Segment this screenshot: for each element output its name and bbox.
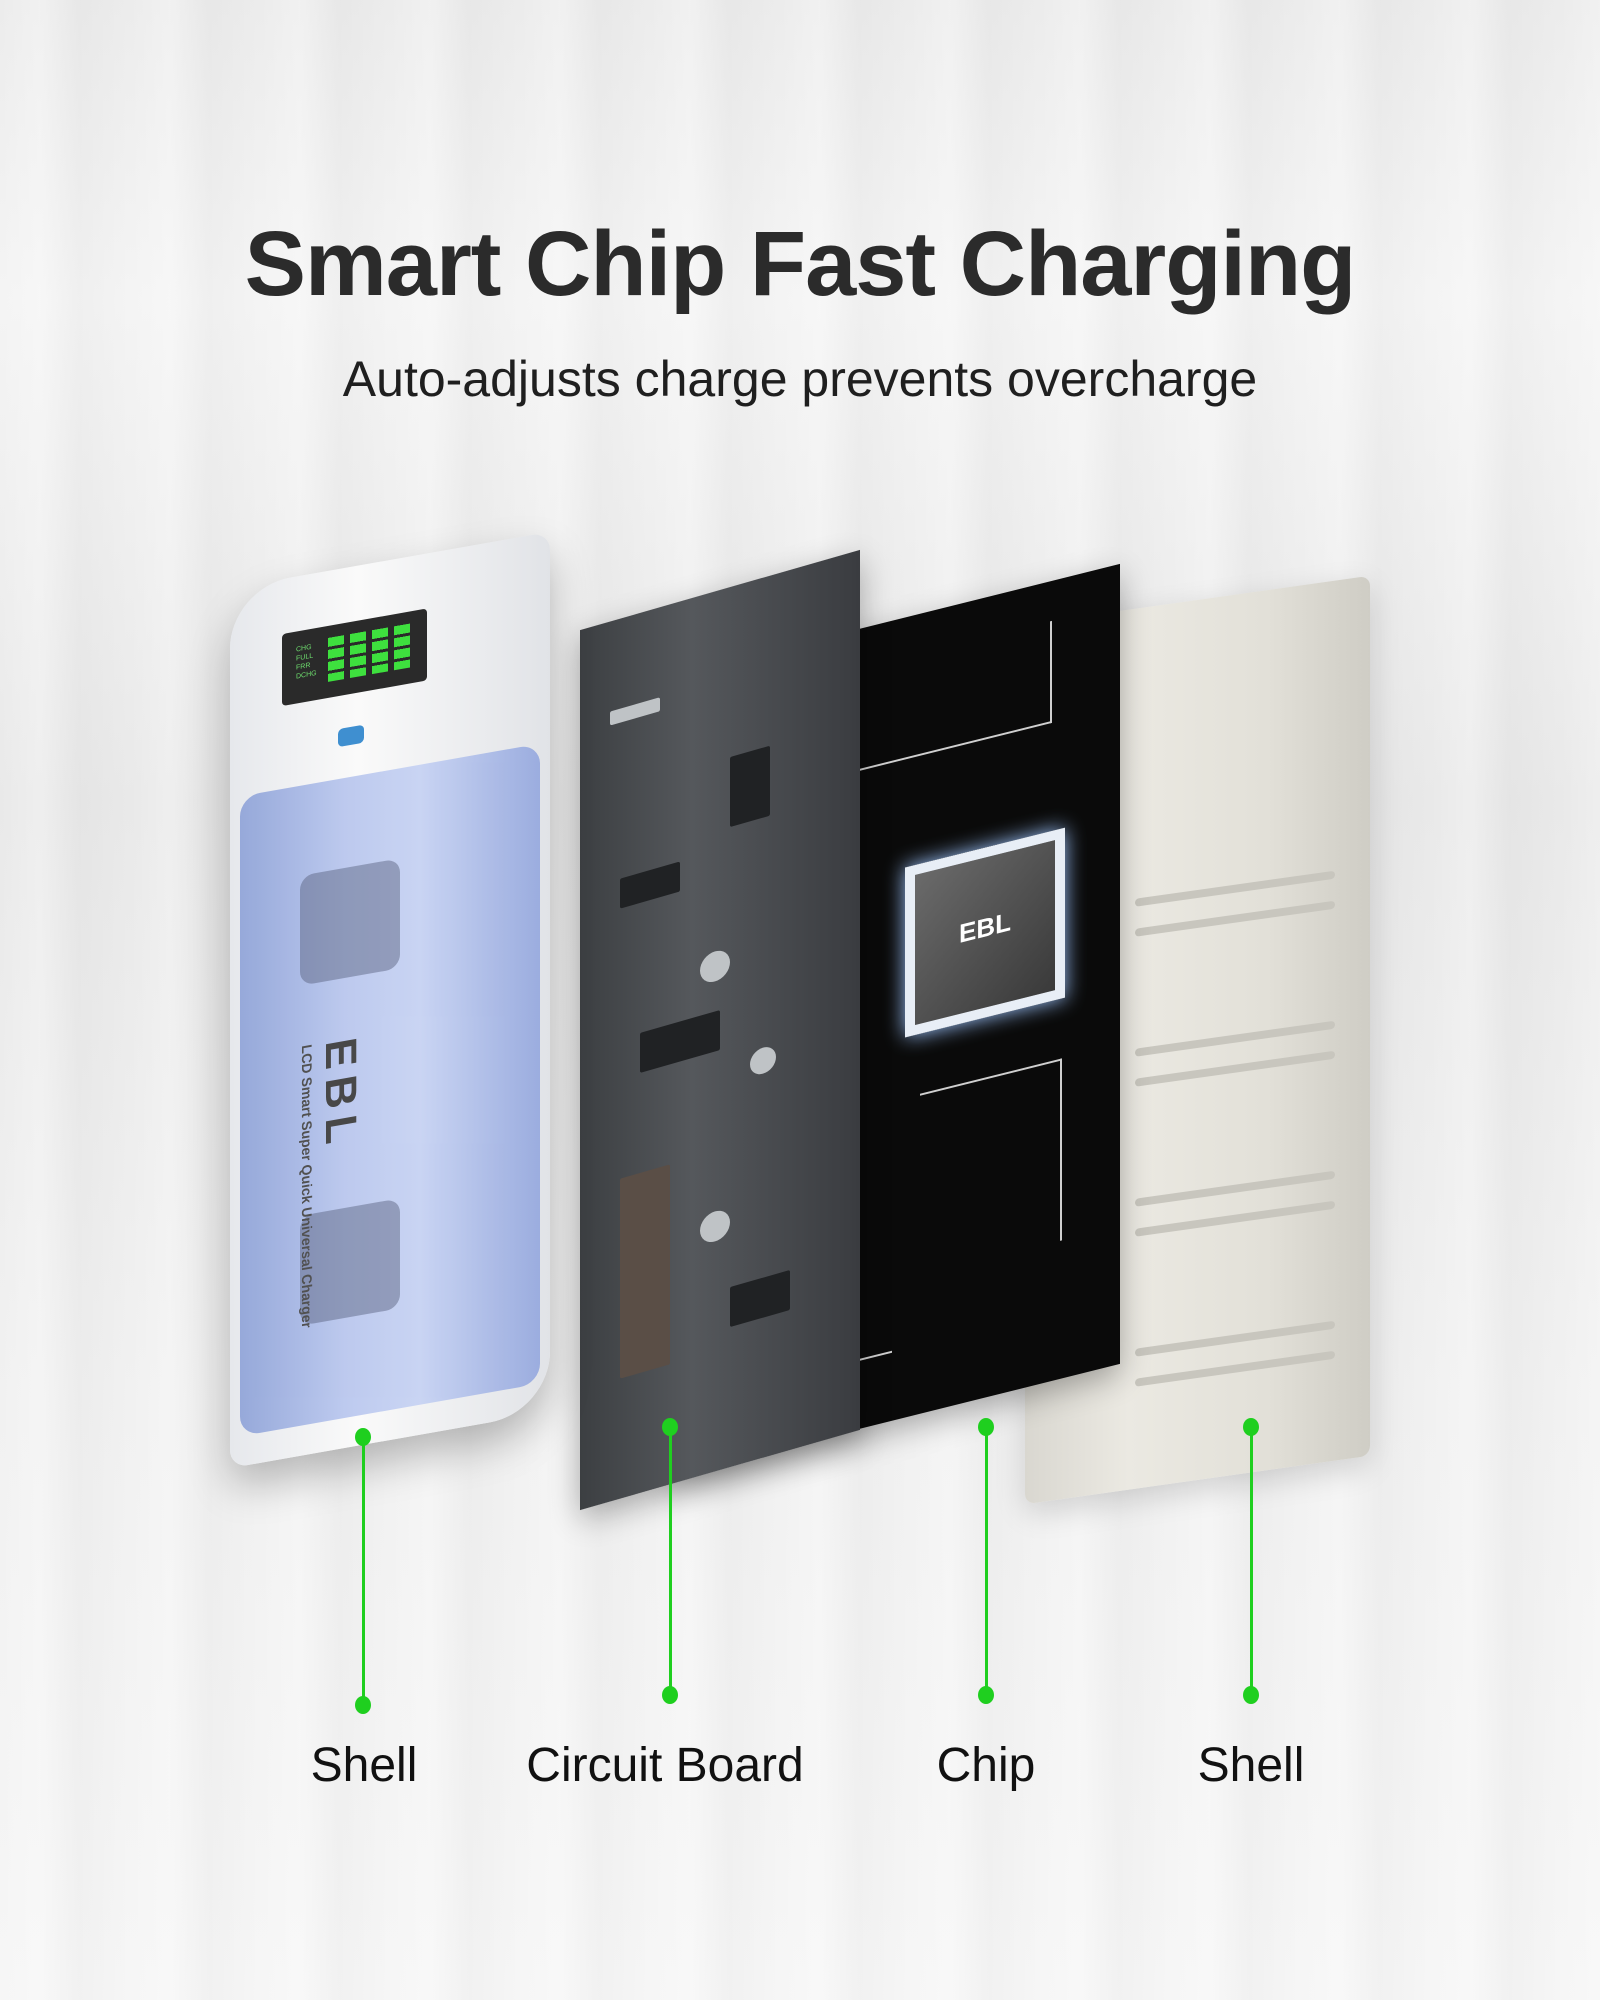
connector-component [610,697,660,726]
shell-rib [1135,1170,1335,1207]
shell-rib [1135,1320,1335,1357]
callout-dot [355,1696,371,1714]
front-shell: CHG FULL FRR DCHG EBL LCD Smart Super Qu… [230,531,550,1469]
brand-label: EBL LCD Smart Super Quick Universal Char… [299,1034,365,1329]
capacitor [700,947,730,986]
ic-component [730,745,770,828]
callout-line [362,1436,365,1704]
ebl-chip: EBL [905,827,1065,1038]
component [620,861,680,909]
battery-icon [372,627,388,675]
chip-logo: EBL [959,906,1011,950]
page-subtitle: Auto-adjusts charge prevents overcharge [342,351,1258,407]
callout-dot [662,1418,678,1436]
callout-line [669,1426,672,1694]
callout-label: Shell [1197,1739,1305,1792]
callout-dot [1243,1418,1259,1436]
callout-dot [355,1428,371,1446]
capacitor [700,1207,730,1246]
mode-button [338,724,364,748]
circuit-board [580,549,860,1511]
capacitor [750,1043,776,1078]
callout-label: Chip [936,1739,1036,1792]
shell-rib [1135,1200,1335,1237]
callout-label: Circuit Board [526,1739,804,1792]
battery-indicators [328,623,410,682]
model-text: LCD Smart Super Quick Universal Charger [299,1043,315,1330]
component [640,1010,720,1073]
circuit-trace [920,1058,1062,1276]
callout-line [985,1426,988,1694]
pin-header [620,1164,670,1379]
battery-icon [394,623,410,671]
callout-dot [1243,1686,1259,1704]
shell-rib [1135,1050,1335,1087]
battery-icon [328,635,344,682]
shell-rib [1135,1020,1335,1057]
callout-dot [662,1686,678,1704]
ebl-logo: EBL [316,1034,365,1156]
page-title: Smart Chip Fast Charging [244,213,1357,315]
lcd-labels: CHG FULL FRR DCHG [296,642,317,682]
callout-line [1250,1426,1253,1694]
callout-dot [978,1418,994,1436]
component [730,1269,790,1328]
battery-icon [350,631,366,679]
transparent-cover: EBL LCD Smart Super Quick Universal Char… [240,743,540,1437]
battery-slot [300,858,400,986]
shell-rib [1135,900,1335,937]
shell-rib [1135,870,1335,907]
circuit-trace [850,620,1052,774]
callout-label: Shell [310,1739,418,1792]
lcd-display: CHG FULL FRR DCHG [282,608,427,707]
shell-rib [1135,1350,1335,1387]
callout-dot [978,1686,994,1704]
